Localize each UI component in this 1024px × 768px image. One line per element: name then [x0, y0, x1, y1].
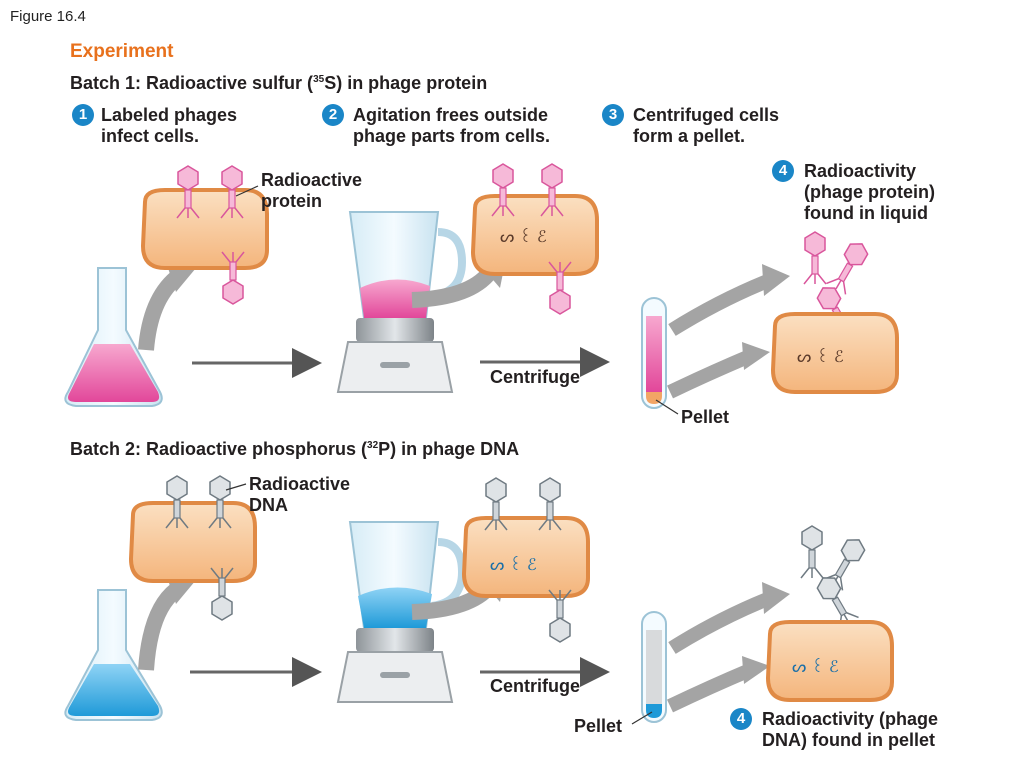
svg-text:ᔕ ꒰ ℰ: ᔕ ꒰ ℰ [797, 347, 844, 366]
step2-text: Agitation frees outside phage parts from… [353, 105, 551, 146]
svg-text:ᔕ ꒰ ℰ: ᔕ ꒰ ℰ [500, 227, 547, 246]
experiment-title: Experiment [70, 41, 174, 62]
flask-pink [64, 267, 163, 407]
centrifuge-tube-pink [641, 297, 667, 409]
step1-text: Labeled phages infect cells. [101, 105, 238, 146]
batch1-title: Batch 1: Radioactive sulfur (35S) in pha… [70, 73, 488, 93]
radioactive-protein-label: Radioactive protein [261, 170, 363, 211]
batch2-result-text: Radioactivity (phage DNA) found in pelle… [762, 709, 939, 750]
pellet-label-1: Pellet [681, 407, 730, 427]
step4-badge: 4 [772, 160, 794, 182]
batch2-step4-badge: 4 [730, 708, 752, 730]
step1-badge: 1 [72, 104, 94, 126]
flask-blue [64, 589, 163, 721]
pellet-label-2: Pellet [574, 716, 623, 736]
step4-text: Radioactivity (phage protein) found in l… [804, 161, 935, 223]
step3-text: Centrifuged cells form a pellet. [633, 105, 780, 146]
svg-text:ᔕ ꒰ ℰ: ᔕ ꒰ ℰ [490, 555, 537, 574]
infected-cell-pink [141, 188, 269, 270]
centrifuge-label-1: Centrifuge [490, 367, 580, 387]
step2-badge: 2 [322, 104, 344, 126]
blender-pink [336, 211, 467, 393]
centrifuge-tube-blue [641, 611, 667, 723]
svg-text:ᔕ ꒰ ℰ: ᔕ ꒰ ℰ [792, 657, 839, 676]
centrifuge-label-2: Centrifuge [490, 676, 580, 696]
batch2-title: Batch 2: Radioactive phosphorus (32P) in… [70, 439, 520, 459]
radioactive-dna-label: Radioactive DNA [249, 474, 351, 515]
infected-cell-blue [129, 501, 257, 583]
figure-label: Figure 16.4 [10, 8, 86, 25]
step3-badge: 3 [602, 104, 624, 126]
